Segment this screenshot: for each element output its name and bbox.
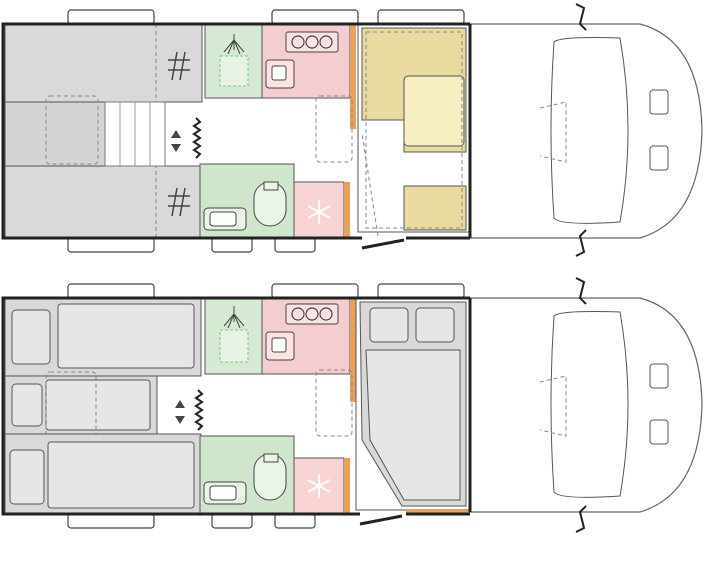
pillow	[369, 307, 409, 343]
mattress	[365, 349, 461, 501]
wheel-arch	[67, 237, 155, 253]
headlight	[649, 419, 669, 445]
wheel-arch	[274, 237, 316, 253]
bed-extension	[4, 101, 106, 167]
mattress	[57, 303, 195, 369]
wheel-arch	[274, 513, 316, 529]
outer-wall	[1, 22, 470, 240]
wheel-arch	[211, 513, 253, 529]
cab-body	[469, 23, 703, 239]
entrance-door	[359, 514, 403, 526]
basin-icon	[203, 481, 247, 505]
toilet-icon	[253, 181, 287, 227]
dashed-bed-outline	[365, 31, 463, 229]
wood-trim	[344, 182, 350, 238]
dashed-table-position	[315, 95, 353, 163]
bed-lift-arrows	[175, 400, 185, 424]
windscreen	[550, 37, 629, 224]
dashboard-outline	[539, 375, 567, 437]
dashed-table-position	[45, 95, 99, 165]
ladder-icon	[168, 51, 190, 81]
dinette-seat	[403, 185, 467, 231]
headlight	[649, 89, 669, 115]
shower-icon	[219, 306, 249, 363]
wheel-arch	[271, 283, 359, 299]
wheel-arch	[271, 9, 359, 25]
bed-spring	[194, 389, 204, 431]
bed-spring	[192, 117, 202, 159]
outer-wall	[1, 296, 470, 516]
wood-trim	[406, 510, 470, 514]
mattress	[47, 441, 195, 509]
steps-icon	[104, 101, 166, 167]
mirror-left	[575, 277, 587, 305]
rear-bed-right	[4, 165, 203, 239]
entrance-door	[361, 238, 405, 250]
wheel-arch	[377, 9, 465, 25]
windscreen	[550, 311, 629, 498]
dashed-table-position	[45, 371, 97, 443]
hob-icon	[285, 31, 339, 53]
cab-body	[469, 297, 703, 513]
toilet-icon	[253, 453, 287, 501]
mirror-right	[575, 505, 587, 533]
wheel-arch	[67, 9, 155, 25]
mattress	[45, 379, 151, 431]
fridge-snowflake-icon	[307, 474, 331, 498]
dashboard-outline	[539, 101, 567, 163]
basin-icon	[203, 207, 247, 231]
wood-trim	[350, 24, 356, 129]
rear-bed-left	[4, 23, 203, 103]
shower-icon	[219, 34, 249, 87]
pillow	[415, 307, 455, 343]
bed-lift-arrows	[171, 130, 181, 152]
hob-icon	[285, 303, 339, 325]
sink-icon	[265, 331, 295, 361]
wheel-arch	[67, 513, 155, 529]
pillow	[9, 449, 45, 505]
wheel-arch	[377, 283, 465, 299]
door-swing	[361, 133, 379, 237]
wheel-arch	[67, 283, 155, 299]
headlight	[649, 363, 669, 389]
mirror-right	[575, 229, 587, 257]
wheel-arch	[211, 237, 253, 253]
layout-rear-twin-beds	[1, 3, 703, 257]
wood-trim	[350, 298, 356, 402]
pillow	[11, 383, 43, 427]
dashed-table-position	[315, 369, 353, 437]
ladder-icon	[168, 187, 190, 217]
headlight	[649, 145, 669, 171]
dinette-table	[403, 75, 465, 147]
fridge-snowflake-icon	[307, 200, 331, 224]
wood-trim	[344, 458, 350, 514]
layout-rear-bunks	[1, 277, 703, 533]
mirror-left	[575, 3, 587, 31]
sink-icon	[265, 59, 295, 89]
pillow	[11, 309, 51, 365]
